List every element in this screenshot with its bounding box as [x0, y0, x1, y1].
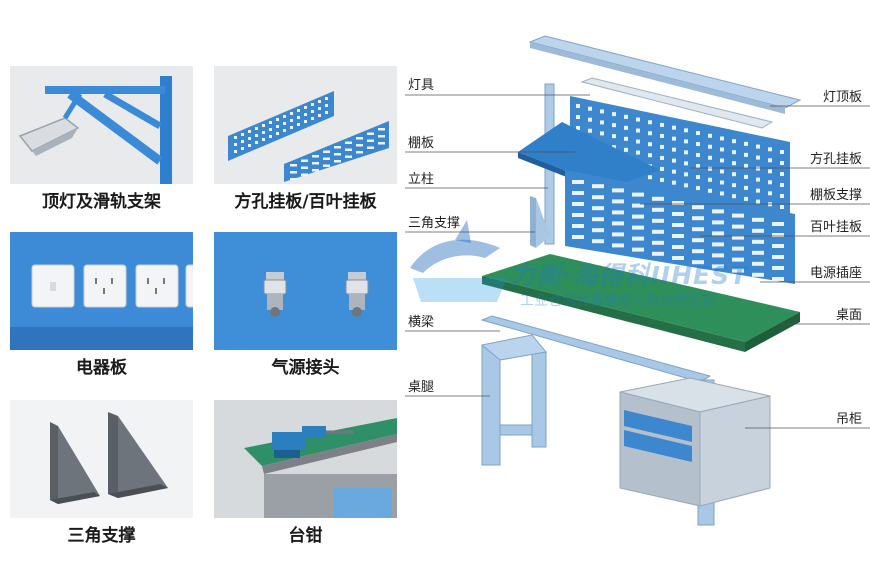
caption-pegboard: 方孔挂板/百叶挂板: [234, 192, 377, 212]
thumbnail-pegboard: [214, 66, 397, 184]
pegboard-icon: [214, 66, 397, 184]
thumbnail-electric: [10, 232, 193, 350]
caption-lamp: 顶灯及滑轨支架: [42, 192, 161, 212]
label-hanging-cabinet: 吊柜: [835, 412, 862, 427]
power-socket-icon: [10, 232, 193, 350]
caption-triangle: 三角支撑: [67, 526, 136, 546]
thumbnail-vise: [214, 400, 397, 518]
thumbnail-triangle: [10, 400, 193, 518]
thumbnail-lamp: [10, 66, 193, 184]
label-lamp: 灯具: [408, 78, 435, 93]
label-power-socket: 电源插座: [809, 266, 862, 281]
watermark-brand: 力衡·海得科IIHEST: [510, 261, 749, 290]
caption-air: 气源接头: [271, 358, 340, 378]
label-cross-beam: 横梁: [408, 315, 435, 330]
bench-vise-icon: [214, 400, 397, 518]
label-triangle-support: 三角支撑: [408, 216, 461, 231]
label-louver-board: 百叶挂板: [809, 220, 862, 235]
label-leg: 桌腿: [408, 380, 435, 395]
caption-electric: 电器板: [76, 358, 127, 378]
label-shelf-support: 棚板支撑: [809, 188, 862, 203]
lamp-rail-bracket-icon: [10, 66, 193, 184]
label-square-hole-board: 方孔挂板: [809, 152, 862, 167]
watermark-slogan: 工业仓储装备集成与系统供应商: [520, 293, 716, 309]
label-desk-top: 桌面: [835, 308, 862, 323]
triangle-bracket-icon: [10, 400, 193, 518]
workbench-exploded-diagram: [405, 35, 870, 526]
shark-logo-icon: [410, 220, 507, 302]
label-shelf: 棚板: [408, 136, 435, 151]
air-fitting-icon: [214, 232, 397, 350]
label-lamp-top-plate: 灯顶板: [822, 90, 862, 105]
label-column: 立柱: [408, 172, 435, 187]
thumbnail-air: [214, 232, 397, 350]
caption-vise: 台钳: [288, 526, 323, 546]
